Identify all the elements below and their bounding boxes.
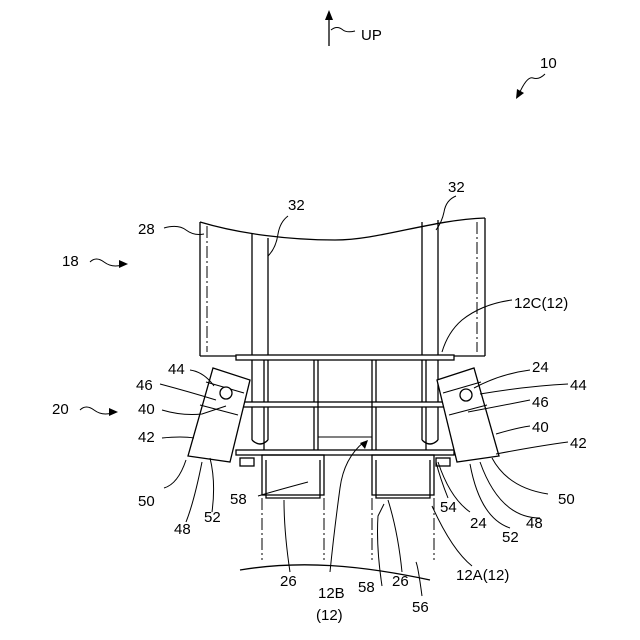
leader-18 — [90, 259, 128, 268]
label-48-left: 48 — [174, 521, 191, 538]
label-58-left: 58 — [230, 491, 247, 508]
right-lever — [437, 368, 499, 462]
label-44-left: 44 — [168, 361, 185, 378]
plates — [236, 355, 454, 455]
leader-10 — [516, 74, 545, 99]
label-18: 18 — [62, 253, 79, 270]
leader-20 — [80, 407, 118, 416]
up-label: UP — [361, 27, 382, 44]
label-44-right: 44 — [570, 377, 587, 394]
label-50-right: 50 — [558, 491, 575, 508]
label-32-right: 32 — [448, 179, 465, 196]
label-46-right: 46 — [532, 394, 549, 411]
label-46-left: 46 — [136, 377, 153, 394]
leader-12b — [330, 440, 368, 572]
label-48-right: 48 — [526, 515, 543, 532]
label-12b-paren: (12) — [316, 607, 343, 624]
label-52-left: 52 — [204, 509, 221, 526]
label-12a: 12A(12) — [456, 567, 509, 584]
label-42-left: 42 — [138, 429, 155, 446]
label-52-right: 52 — [502, 529, 519, 546]
label-12b: 12B — [318, 585, 345, 602]
lower-blocks — [240, 455, 450, 580]
label-56: 56 — [412, 599, 429, 616]
label-12c: 12C(12) — [514, 295, 568, 312]
label-42-right: 42 — [570, 435, 587, 452]
up-arrow-icon — [325, 10, 355, 46]
label-20: 20 — [52, 401, 69, 418]
label-10: 10 — [540, 55, 557, 72]
left-lever — [188, 368, 250, 462]
label-54: 54 — [440, 499, 457, 516]
label-26-left: 26 — [280, 573, 297, 590]
label-40-left: 40 — [138, 401, 155, 418]
label-24-lower: 24 — [470, 515, 487, 532]
label-28: 28 — [138, 221, 155, 238]
label-24-upper: 24 — [532, 359, 549, 376]
label-26-right: 26 — [392, 573, 409, 590]
label-50-left: 50 — [138, 493, 155, 510]
label-32-left: 32 — [288, 197, 305, 214]
label-58-bottom: 58 — [358, 579, 375, 596]
label-40-right: 40 — [532, 419, 549, 436]
